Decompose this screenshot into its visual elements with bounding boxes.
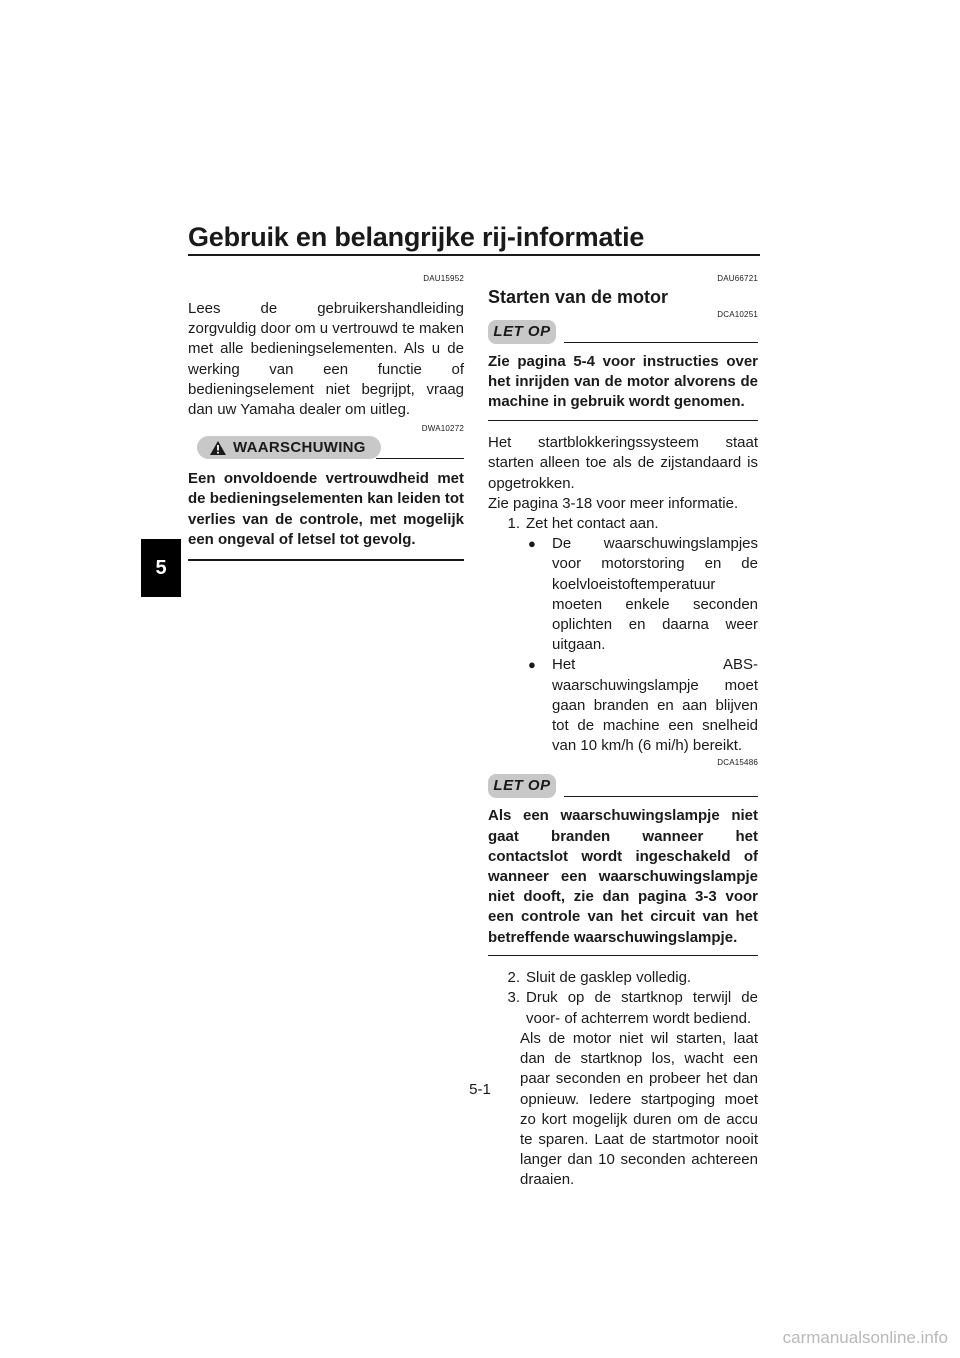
reference-code: DCA15486 [717, 758, 758, 768]
title-rule [188, 254, 760, 256]
warning-bottom-rule [188, 559, 464, 561]
notice-header: LET OP [488, 320, 758, 344]
warning-rule [376, 457, 464, 460]
left-column: DAU15952 Lees de gebruikershandleiding z… [188, 274, 464, 561]
step-text: Zet het contact aan. [526, 514, 659, 532]
reference-code: DAU66721 [717, 274, 758, 283]
notice-header: LET OP [488, 774, 758, 799]
step-number: 1. [507, 514, 520, 532]
intro-paragraph: Lees de gebruikershandleiding zorgvuldig… [188, 300, 464, 419]
bullet-item: ● De waarschuwingslampjes voor motorstor… [526, 534, 758, 655]
warning-triangle-icon [210, 440, 226, 455]
notice-text: Zie pagina 5-4 voor instructies over het… [488, 353, 758, 411]
reference-paragraph: Zie pagina 3-18 voor meer informatie. [488, 494, 739, 512]
step-item: 3. Druk op de startknop terwijl de voor-… [488, 988, 758, 1028]
notice-rule [564, 341, 758, 343]
notice-bottom-rule [488, 954, 758, 957]
step-extra-text: Als de motor niet wil starten, laat dan … [520, 1029, 758, 1189]
section-title: Starten van de motor [488, 287, 669, 307]
page-title: Gebruik en belangrijke rij-informatie [188, 222, 645, 252]
bullet-text: De waarschuwingslampjes voor motorstorin… [552, 535, 758, 654]
watermark: carmanualsonline.info [782, 1328, 948, 1347]
notice-rule [564, 795, 758, 798]
reference-code: DWA10272 [421, 424, 464, 434]
warning-text: Een onvoldoende vertrouwdheid met de bed… [188, 470, 464, 548]
notice-badge: LET OP [488, 774, 556, 799]
step-number: 2. [507, 969, 520, 987]
warning-header: WAARSCHUWING [188, 436, 464, 460]
notice-bottom-rule [488, 419, 758, 422]
notice-badge: LET OP [488, 320, 556, 344]
step-number: 3. [507, 989, 520, 1007]
step-extra: Als de motor niet wil starten, laat dan … [520, 1029, 758, 1191]
step-text: Sluit de gasklep volledig. [526, 969, 692, 987]
chapter-tab: 5 [141, 539, 181, 597]
notice-text: Als een waarschuwingslampje niet gaat br… [488, 807, 758, 946]
bullet-item: ● Het ABS-waarschuwingslampje moet gaan … [526, 655, 758, 756]
warning-badge: WAARSCHUWING [197, 436, 381, 460]
step-text: Druk op de startknop terwijl de voor- of… [526, 989, 758, 1027]
step-item: 2. Sluit de gasklep volledig. [488, 968, 758, 988]
bullet-dot-icon: ● [528, 657, 536, 673]
reference-code: DCA10251 [717, 310, 758, 319]
bullet-dot-icon: ● [528, 536, 536, 552]
page-number: 5-1 [469, 1081, 491, 1098]
bullet-text: Het ABS-waarschuwingslampje moet gaan br… [552, 656, 758, 755]
right-column: DAU66721 Starten van de motor DCA10251 L… [488, 274, 758, 1191]
reference-code: DAU15952 [423, 274, 464, 283]
step-item: 1. Zet het contact aan. [488, 514, 758, 534]
interlock-paragraph: Het startblokkeringssysteem staat starte… [488, 434, 758, 492]
warning-label: WAARSCHUWING [233, 438, 366, 456]
